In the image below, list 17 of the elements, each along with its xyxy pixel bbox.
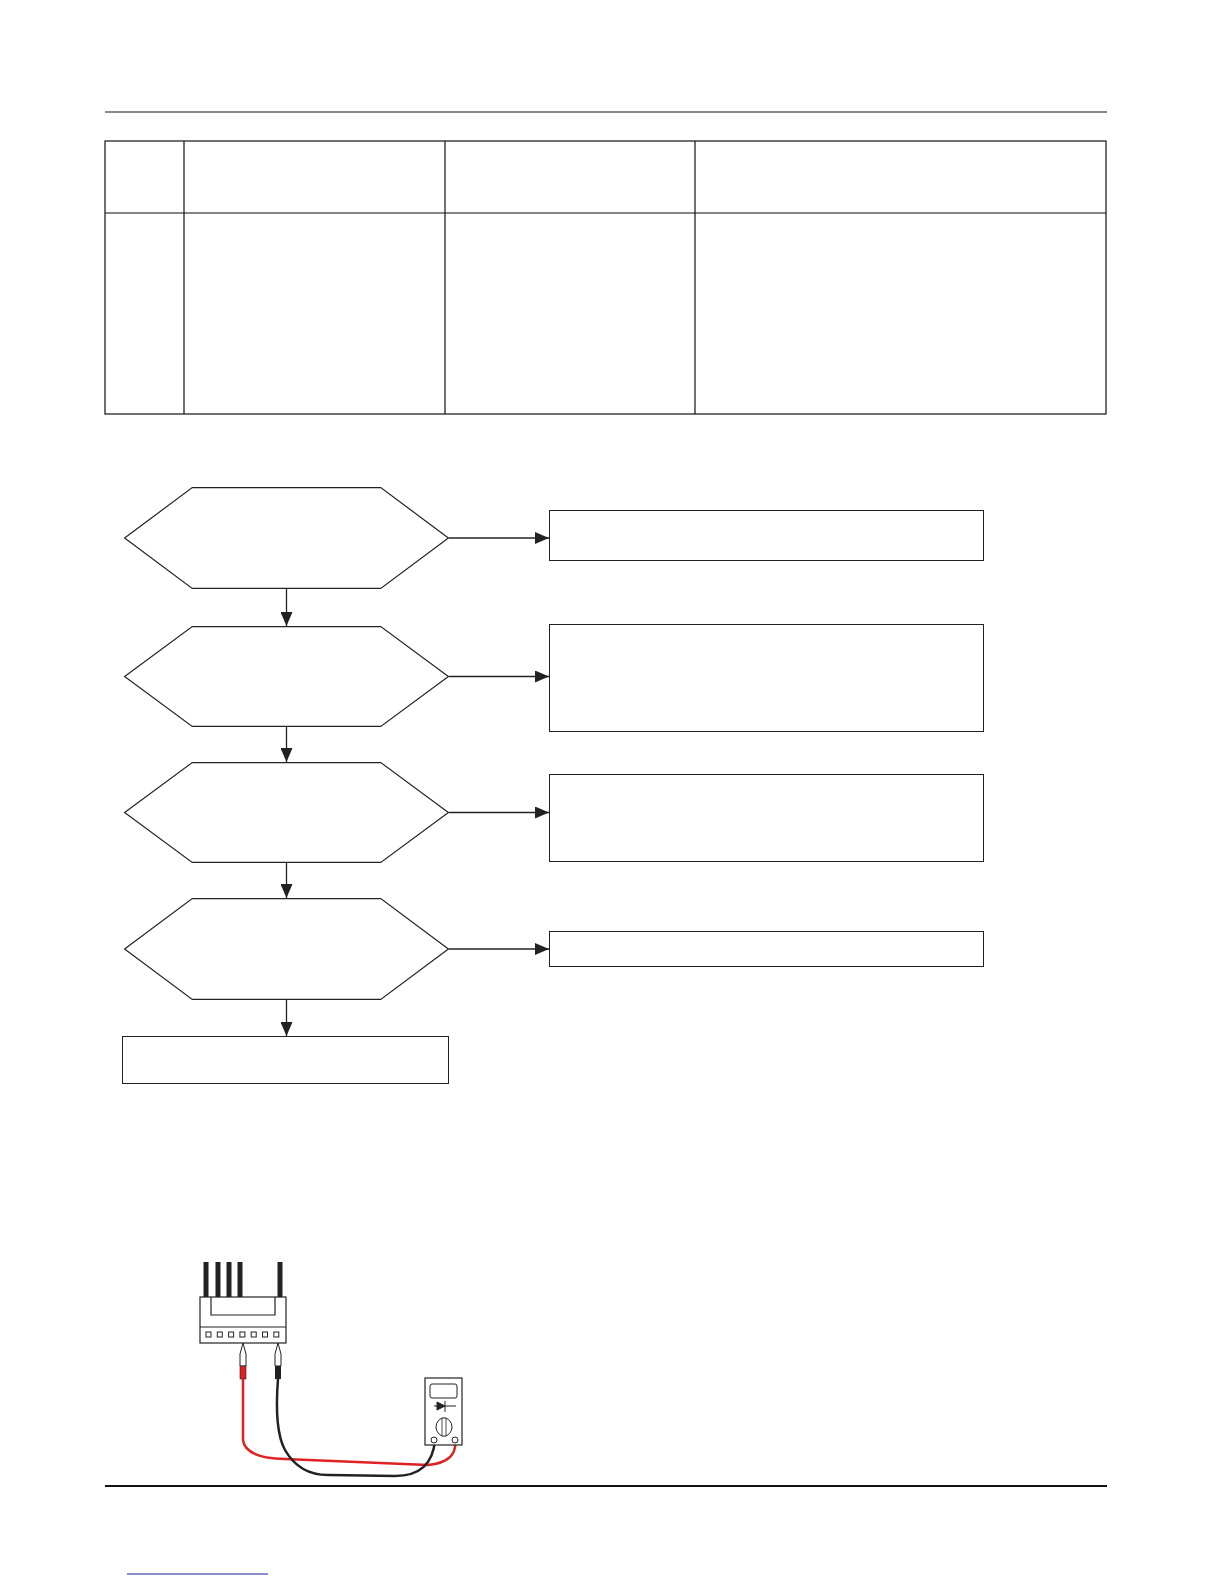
arrow (280, 588, 293, 627)
arrow (448, 943, 550, 955)
arrow (280, 862, 293, 899)
hexagon-decision-shape (124, 762, 449, 863)
hexagon-decision-shape (124, 898, 449, 1000)
hexagon-decision-shape (124, 626, 449, 727)
arrow (448, 670, 550, 683)
hexagon-decision-shape (124, 487, 449, 589)
process-box (549, 624, 984, 732)
arrow (280, 726, 293, 763)
arrow (280, 999, 293, 1037)
arrow (448, 532, 550, 544)
process-box (549, 774, 984, 862)
process-box (549, 931, 984, 967)
process-box (549, 510, 984, 561)
process-box (122, 1036, 449, 1084)
arrow (448, 806, 550, 819)
